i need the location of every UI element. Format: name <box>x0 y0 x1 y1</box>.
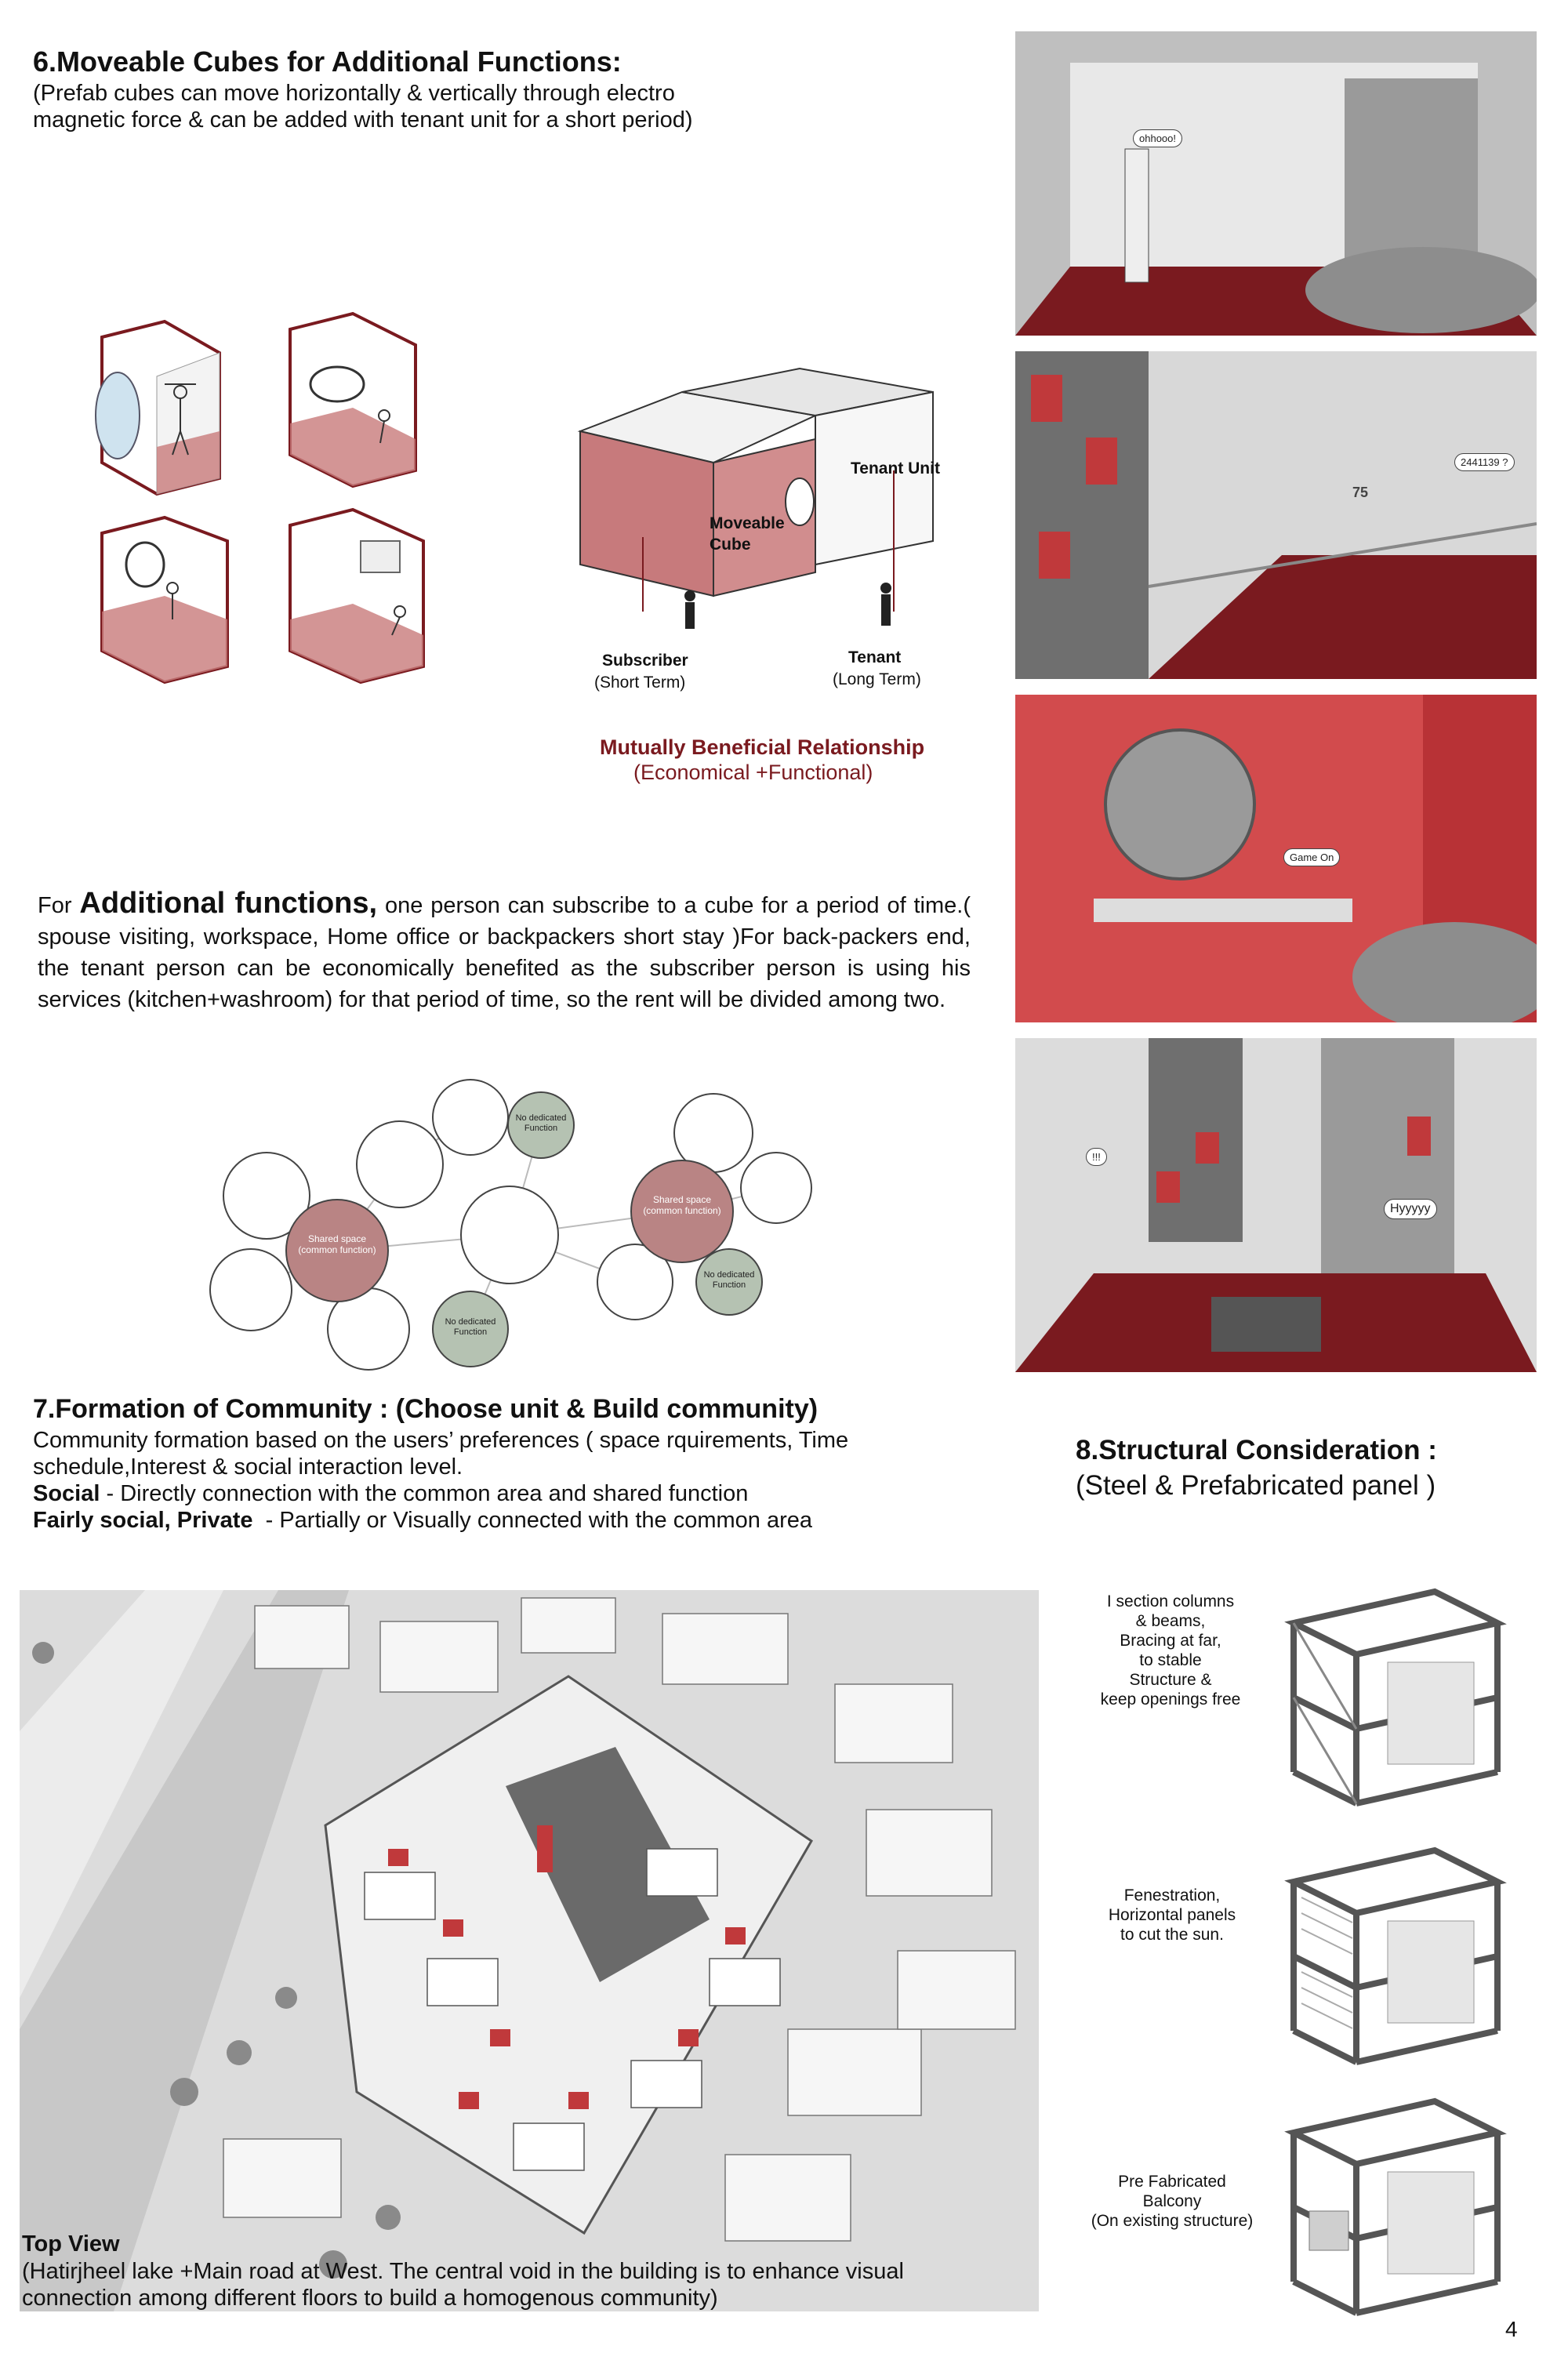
structure1-frame <box>1278 1576 1513 1811</box>
topview-line1: (Hatirjheel lake +Main road at West. The… <box>22 2259 904 2284</box>
section8-subtitle: (Steel & Prefabricated panel ) <box>1076 1470 1436 1501</box>
label-subscriber-term: (Short Term) <box>594 674 686 692</box>
label-tenant: Tenant <box>848 648 902 666</box>
shared-space-1-label: Shared space (common function) <box>298 1233 376 1255</box>
section6-paragraph: For Additional functions, one person can… <box>38 888 971 1015</box>
section7-social: Social - Directly connection with the co… <box>33 1480 748 1507</box>
speech-bubble-2: 2441139 ? <box>1454 453 1515 471</box>
community-bubble-diagram: Shared space (common function) Shared sp… <box>196 1078 855 1400</box>
top-view-render <box>20 1590 1039 2311</box>
social-text: - Directly connection with the common ar… <box>100 1481 749 1506</box>
no-dedicated-2-label: No dedicated Function <box>445 1317 496 1337</box>
render-bedroom: ohhooo! <box>1015 31 1537 336</box>
social-label: Social <box>33 1481 100 1506</box>
section6-subtitle-line1: (Prefab cubes can move horizontally & ve… <box>33 81 675 106</box>
section7-line1: Community formation based on the users’ … <box>33 1428 849 1453</box>
structure3-line: Pre Fabricated <box>1118 2173 1226 2191</box>
label-moveable: Moveable <box>710 514 785 532</box>
structure3-line: (On existing structure) <box>1091 2212 1254 2230</box>
structure1-line: & beams, <box>1135 1612 1206 1630</box>
speech-bubble-1: ohhooo! <box>1133 129 1182 147</box>
structure2-caption: Fenestration, Horizontal panels to cut t… <box>1086 1886 1258 1944</box>
section8-title: 8.Structural Consideration : <box>1076 1435 1437 1465</box>
label-relationship-sub: (Economical +Functional) <box>633 761 873 784</box>
speech-bubble-3: Game On <box>1283 848 1341 866</box>
fairly-text: - Partially or Visually connected with t… <box>252 1508 813 1533</box>
render-corridor: 2441139 ? 75 <box>1015 351 1537 679</box>
no-dedicated-1-label: No dedicated Function <box>515 1113 567 1133</box>
para-rest: one person can subscribe to a cube for a… <box>38 893 971 1012</box>
shared-space-2-label: Shared space (common function) <box>643 1194 721 1216</box>
fairly-label: Fairly social, Private <box>33 1508 253 1533</box>
page-number: 4 <box>1505 2317 1518 2341</box>
speech-bubble-5: Hyyyyy <box>1384 1199 1437 1219</box>
cube-sketches <box>71 306 455 706</box>
structure1-line: Bracing at far, <box>1120 1632 1221 1650</box>
structure1-line: I section columns <box>1106 1592 1235 1610</box>
label-tenant-unit: Tenant Unit <box>851 459 940 477</box>
structure3-caption: Pre Fabricated Balcony (On existing stru… <box>1078 2172 1266 2231</box>
para-lead: For <box>38 893 72 918</box>
para-bold: Additional functions, <box>79 887 378 920</box>
no-dedicated-3-label: No dedicated Function <box>703 1270 755 1290</box>
section7-line2: schedule,Interest & social interaction l… <box>33 1454 463 1480</box>
render-void-garden: !!! Hyyyyy <box>1015 1038 1537 1372</box>
structure2-line: to cut the sun. <box>1120 1926 1224 1944</box>
section7-fairly: Fairly social, Private - Partially or Vi… <box>33 1507 812 1534</box>
render-cube-interior: Game On <box>1015 695 1537 1022</box>
topview-title: Top View <box>22 2231 120 2257</box>
structure1-line: keep openings free <box>1100 1690 1241 1708</box>
section6-subtitle-line2: magnetic force & can be added with tenan… <box>33 107 693 133</box>
label-tenant-term: (Long Term) <box>833 670 921 688</box>
tenant-unit-diagram <box>564 361 972 643</box>
section7-title: 7.Formation of Community : (Choose unit … <box>33 1394 818 1424</box>
label-relationship: Mutually Beneficial Relationship <box>600 735 925 759</box>
structure1-caption: I section columns & beams, Bracing at fa… <box>1080 1592 1261 1709</box>
structure2-line: Horizontal panels <box>1108 1906 1236 1924</box>
topview-line2: connection among different floors to bui… <box>22 2286 718 2311</box>
structure3-line: Balcony <box>1142 2192 1202 2210</box>
structure1-line: Structure & <box>1129 1671 1212 1689</box>
label-cube: Cube <box>710 536 751 554</box>
structure1-line: to stable <box>1139 1651 1202 1669</box>
structure2-line: Fenestration, <box>1123 1886 1221 1905</box>
structure2-frame <box>1278 1835 1513 2070</box>
speech-bubble-4: !!! <box>1086 1148 1107 1166</box>
label-subscriber: Subscriber <box>602 652 688 670</box>
section6-title: 6.Moveable Cubes for Additional Function… <box>33 45 622 78</box>
structure3-frame <box>1278 2086 1513 2321</box>
jersey-number: 75 <box>1352 485 1369 500</box>
